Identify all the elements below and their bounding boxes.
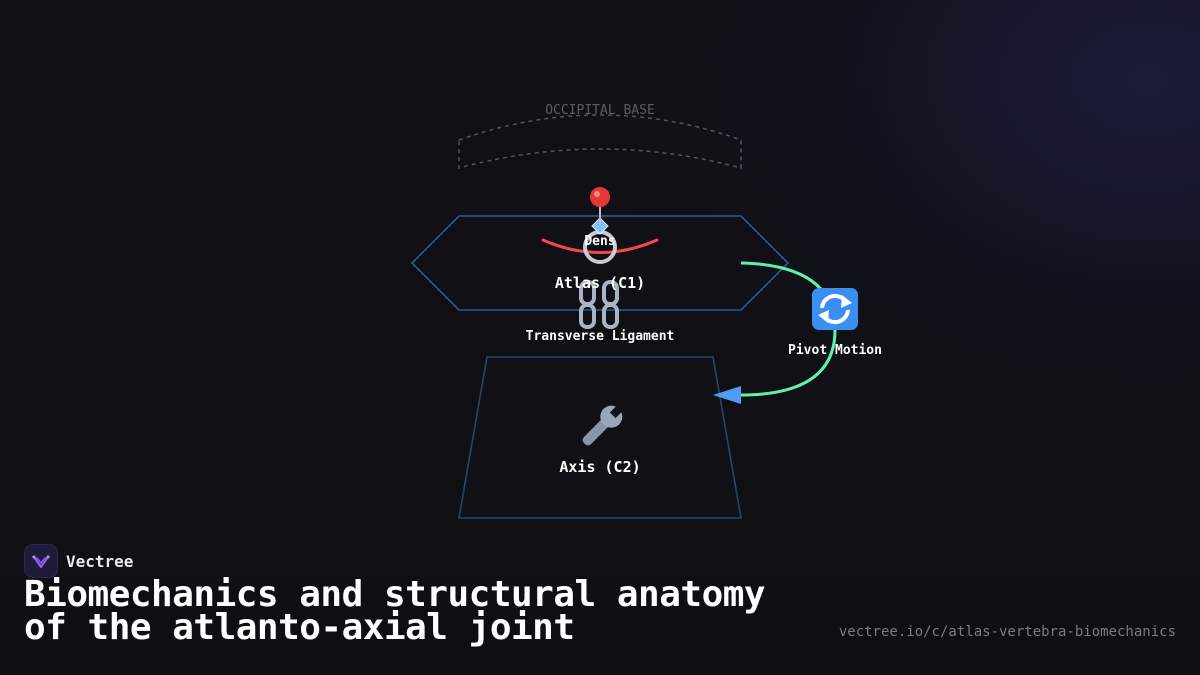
pivot-arrow-head <box>713 386 741 404</box>
wrench-icon <box>582 405 623 446</box>
title-line-1: Biomechanics and structural anatomy <box>24 574 766 615</box>
brand-name: Vectree <box>66 551 134 571</box>
page-title: Biomechanics and structural anatomy of t… <box>24 574 824 648</box>
pin-icon <box>590 187 610 224</box>
chain-icon <box>579 280 619 329</box>
dens-arc <box>541 238 659 254</box>
pivot-label: Pivot Motion <box>788 343 882 358</box>
occipital-base-label: OCCIPITAL BASE <box>545 103 655 118</box>
rotate-arrows-icon <box>812 288 858 330</box>
source-url[interactable]: vectree.io/c/atlas-vertebra-biomechanics <box>838 624 1176 640</box>
brand: Vectree <box>24 544 133 578</box>
ligament-label: Transverse Ligament <box>526 329 675 344</box>
ring-icon <box>583 217 617 264</box>
vectree-logo-icon <box>24 544 58 578</box>
axis-label: Axis (C2) <box>559 458 640 476</box>
dens-label: Dens <box>584 234 615 249</box>
axis-outline <box>458 356 742 519</box>
title-line-2: of the atlanto-axial joint <box>24 607 575 648</box>
occipital-base-outline <box>458 114 742 169</box>
atlas-label: Atlas (C1) <box>555 274 645 292</box>
occipital-base: OCCIPITAL BASE <box>458 103 742 169</box>
